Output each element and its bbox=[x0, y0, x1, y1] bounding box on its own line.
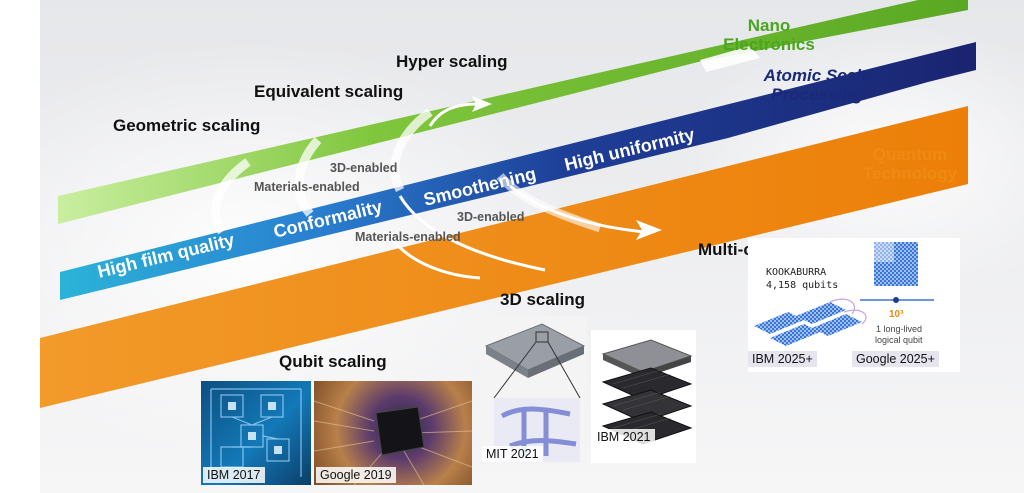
caption-ibm-2017: IBM 2017 bbox=[203, 467, 265, 483]
ribbon-3 bbox=[390, 108, 433, 193]
caption-google-2019: Google 2019 bbox=[316, 467, 396, 483]
tech-atomic-label: Atomic Scale Processing bbox=[762, 66, 872, 104]
stage-3d: 3D scaling bbox=[500, 290, 586, 309]
green-gap bbox=[700, 46, 760, 72]
photo-ibm-2017: IBM 2017 bbox=[201, 381, 311, 485]
stage-geometric: Geometric scaling bbox=[113, 116, 261, 135]
tech-quantum-text: Quantum Technology bbox=[862, 145, 958, 183]
ribbon-2 bbox=[294, 136, 322, 217]
multichip-graphics bbox=[754, 242, 934, 346]
kookaburra-qubits: 4,158 qubits bbox=[766, 280, 839, 291]
photo-google-2019: Google 2019 bbox=[314, 381, 472, 485]
arrow-curve-4 bbox=[509, 184, 646, 234]
processor-chip-icon bbox=[314, 400, 472, 485]
ribbon-1 bbox=[211, 158, 251, 235]
tech-nano-text: Nano Electronics bbox=[723, 16, 815, 54]
stacked-layers-icon bbox=[601, 339, 693, 445]
orange-band bbox=[40, 106, 968, 408]
google-exponent: 10³ bbox=[889, 309, 904, 320]
arrow-curve-2 bbox=[398, 195, 546, 272]
arrow-head-2 bbox=[636, 220, 662, 240]
stage-equivalent: Equivalent scaling bbox=[254, 82, 404, 101]
enabler-upper-3d: 3D-enabled bbox=[330, 161, 398, 175]
tech-quantum-label: Quantum Technology bbox=[850, 145, 970, 183]
arrow-curve-1 bbox=[428, 102, 479, 127]
caption-mit-2021: MIT 2021 bbox=[482, 446, 543, 462]
google-goal-line2: logical qubit bbox=[875, 335, 923, 345]
caption-ibm-2025: IBM 2025+ bbox=[748, 351, 817, 367]
3d-chip-icon bbox=[484, 323, 586, 462]
stage-hyper: Hyper scaling bbox=[396, 52, 508, 71]
tech-atomic-text: Atomic Scale Processing bbox=[763, 66, 871, 104]
multichip-panel: KOOKABURRA 4,158 qubits bbox=[748, 238, 960, 372]
enabler-lower-3d: 3D-enabled bbox=[457, 210, 525, 224]
ibm-multichip-icon bbox=[754, 298, 867, 346]
stage-qubit: Qubit scaling bbox=[279, 352, 387, 371]
arrow-curve-3 bbox=[388, 235, 481, 280]
blue-band bbox=[60, 42, 976, 300]
logical-qubit-lattice-icon bbox=[874, 242, 918, 286]
photo-mit-2021: MIT 2021 bbox=[480, 316, 587, 464]
enabler-lower-materials: Materials-enabled bbox=[355, 230, 461, 244]
caption-ibm-2021: IBM 2021 bbox=[593, 429, 655, 445]
tech-nano-label: Nano Electronics bbox=[723, 16, 815, 54]
chip-pattern-icon bbox=[210, 388, 302, 477]
enabler-upper-materials: Materials-enabled bbox=[254, 180, 360, 194]
kookaburra-name: KOOKABURRA bbox=[766, 267, 827, 278]
green-band bbox=[58, 0, 968, 224]
arrow-head-1 bbox=[472, 96, 492, 112]
caption-google-2025: Google 2025+ bbox=[852, 351, 939, 367]
google-goal-line1: 1 long-lived bbox=[876, 324, 923, 334]
photo-ibm-2021: IBM 2021 bbox=[591, 330, 696, 463]
